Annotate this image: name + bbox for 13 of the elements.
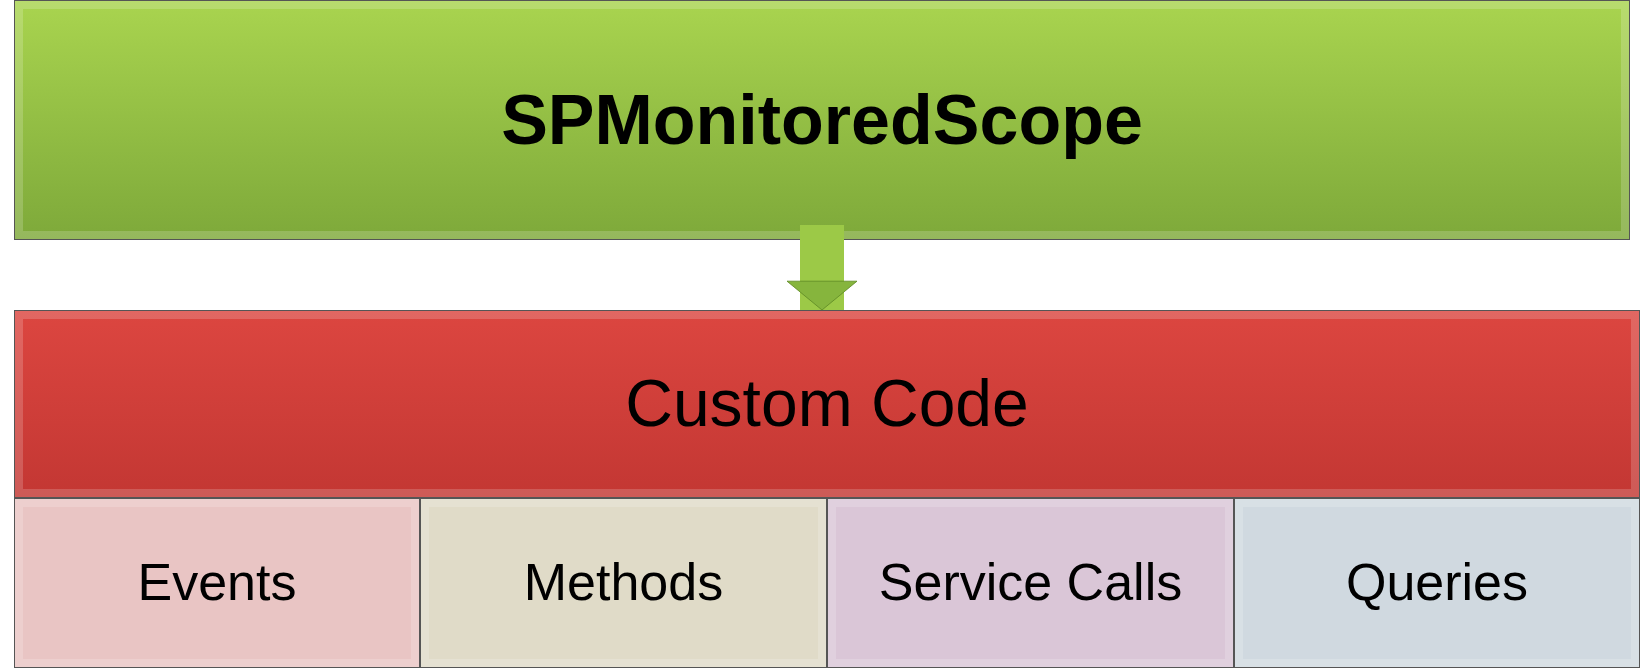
category-box	[1234, 498, 1640, 668]
category-label: Queries	[1345, 553, 1529, 613]
layer-box	[14, 310, 1640, 498]
category-label: Methods	[523, 553, 724, 613]
layer-title: Custom Code	[625, 366, 1029, 442]
block-arrow	[786, 225, 858, 311]
category-box	[14, 498, 420, 668]
category-box	[420, 498, 827, 668]
category-label: Events	[137, 553, 297, 613]
banner-title: SPMonitoredScope	[501, 79, 1143, 161]
banner-box	[14, 0, 1630, 240]
category-label: Service Calls	[878, 553, 1183, 613]
category-box	[827, 498, 1234, 668]
